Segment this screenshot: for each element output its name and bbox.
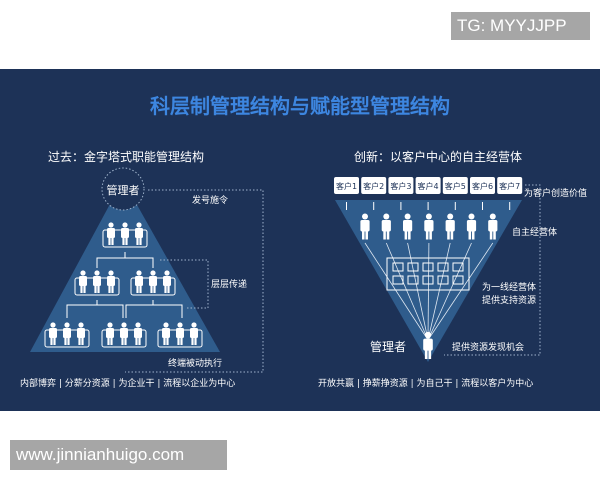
customer-box: 客户4 [415, 177, 441, 194]
right-heading: 创新：以客户中心的自主经营体 [354, 149, 522, 164]
customer-box: 客户3 [388, 177, 414, 194]
person-icon [176, 322, 184, 345]
person-icon [135, 270, 143, 293]
person-icon [49, 322, 57, 345]
person-icon [93, 270, 101, 293]
person-icon [120, 322, 128, 345]
customer-box: 客户1 [334, 177, 359, 194]
support-line [427, 242, 472, 341]
left-manager-label: 管理者 [107, 183, 140, 197]
org-connector [125, 300, 154, 318]
customer-label: 客户6 [472, 181, 493, 191]
label-units: 自主经营体 [512, 226, 557, 238]
right-footer: 开放共赢 | 挣薪挣资源 | 为自己干 | 流程以客户为中心 [318, 377, 533, 389]
pyramid-shape [30, 180, 220, 352]
person-icon [77, 322, 85, 345]
resource-cell [437, 275, 449, 285]
resource-cell [422, 275, 434, 285]
org-connector [125, 257, 154, 268]
person-icon [134, 322, 142, 345]
person-icon [466, 213, 477, 240]
label-support-2: 提供支持资源 [482, 294, 536, 306]
person-icon [423, 331, 433, 359]
person-icon [360, 213, 370, 240]
support-line [407, 242, 429, 341]
resource-cell [407, 275, 419, 285]
person-icon [149, 270, 157, 293]
person-icon [190, 322, 198, 345]
main-title: 科层制管理结构与赋能型管理结构 [150, 94, 450, 118]
person-icon [135, 222, 143, 245]
org-connector [97, 304, 124, 318]
customer-box: 客户5 [442, 177, 468, 194]
org-connector [153, 304, 183, 318]
customer-box: 客户7 [497, 177, 523, 194]
customer-box: 客户6 [470, 177, 495, 194]
support-line [385, 242, 429, 341]
person-icon [488, 213, 498, 240]
person-icon [63, 322, 71, 345]
customer-label: 客户1 [336, 181, 357, 191]
left-heading: 过去：金字塔式职能管理结构 [48, 149, 204, 164]
org-connector [96, 252, 126, 268]
autonomous-units [360, 213, 498, 359]
resource-cell [452, 262, 464, 272]
watermark-bottom: www.jinnianhuigo.com [10, 440, 227, 470]
resource-cell [407, 262, 419, 272]
person-icon [107, 270, 115, 293]
customer-label: 客户4 [418, 181, 439, 191]
support-line [427, 242, 494, 341]
person-icon [381, 213, 391, 240]
support-resource-grid [386, 257, 470, 291]
person-icon [121, 222, 129, 245]
watermark-top: TG: MYYJJPP [451, 12, 590, 40]
label-value: 为客户创造价值 [524, 187, 587, 199]
pyramid-people [44, 222, 203, 348]
right-bracket [444, 184, 541, 356]
customer-label: 客户5 [445, 181, 466, 191]
resource-cell [437, 262, 449, 272]
org-connector [66, 300, 98, 318]
resource-cell [392, 262, 404, 272]
person-icon [162, 322, 170, 345]
resource-cell [422, 262, 434, 272]
label-support-1: 为一线经营体 [482, 281, 536, 293]
support-line [427, 242, 430, 341]
customer-label: 客户7 [499, 181, 520, 191]
person-icon [445, 213, 455, 240]
person-icon [424, 213, 434, 240]
right-manager-label: 管理者 [370, 339, 406, 354]
support-line [427, 242, 451, 341]
resource-cell [452, 275, 464, 285]
customer-label: 客户3 [390, 181, 411, 191]
person-icon [106, 322, 114, 345]
label-relay: 层层传递 [211, 278, 247, 290]
customer-row: 客户1 客户2 客户3 客户4 客户5 客户6 客户7 [334, 177, 523, 210]
label-opportunity: 提供资源发现机会 [452, 341, 524, 353]
person-icon [107, 222, 115, 245]
person-icon [163, 270, 171, 293]
person-icon [79, 270, 87, 293]
customer-box: 客户2 [361, 177, 387, 194]
diagram: 科层制管理结构与赋能型管理结构 过去：金字塔式职能管理结构 管理者 发号施令 层… [20, 94, 587, 389]
label-command: 发号施令 [192, 194, 228, 206]
left-footer: 内部博弈 | 分薪分资源 | 为企业干 | 流程以企业为中心 [20, 377, 235, 389]
resource-cell [392, 275, 404, 285]
customer-label: 客户2 [363, 181, 384, 191]
label-execute: 终端被动执行 [168, 357, 222, 369]
person-icon [403, 213, 413, 240]
support-line [364, 242, 429, 341]
left-brackets [125, 189, 264, 373]
manager-circle [101, 167, 145, 211]
diagram-panel: 科层制管理结构与赋能型管理结构 过去：金字塔式职能管理结构 管理者 发号施令 层… [0, 69, 600, 411]
